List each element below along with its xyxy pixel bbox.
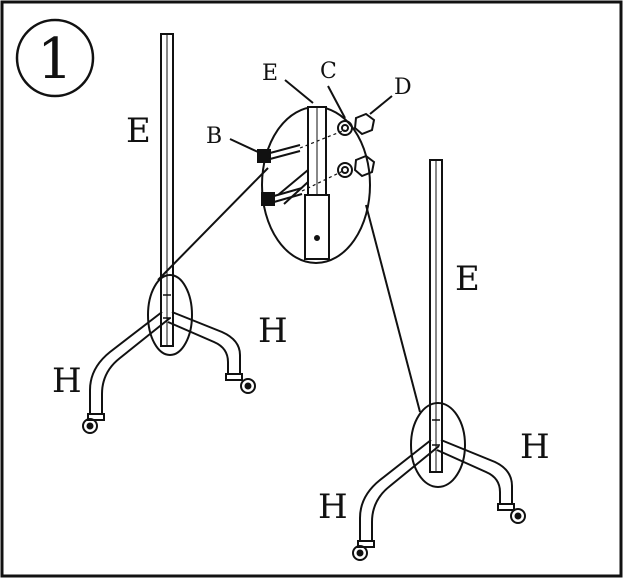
- label-e-left: E: [126, 111, 151, 151]
- bolt-upper: [257, 144, 301, 163]
- caster: [82, 413, 105, 434]
- left-joint-callout: [147, 274, 193, 356]
- washer-upper: [337, 120, 353, 136]
- nut-lower: [353, 154, 376, 178]
- label-b-bolt: B: [206, 124, 222, 149]
- label-h-right-rack-right: H: [520, 427, 550, 467]
- left-leg-left: [89, 311, 163, 415]
- caster: [352, 540, 375, 561]
- left-leg-right: [171, 311, 241, 375]
- label-h-right-rack-left: H: [318, 487, 348, 527]
- nut-upper: [353, 112, 376, 136]
- leader-right: [365, 204, 421, 413]
- bolt-lower: [261, 187, 303, 206]
- caster: [497, 503, 526, 524]
- label-e-detail: E: [262, 61, 278, 86]
- label-h-left-rack-right: H: [258, 311, 288, 351]
- label-c-washer: C: [320, 59, 337, 84]
- label-e-right: E: [455, 259, 480, 299]
- washer-lower: [337, 162, 353, 178]
- left-rack: [82, 33, 256, 434]
- step-number: 1: [37, 27, 73, 92]
- right-leg-right: [440, 439, 513, 505]
- step-badge: 1: [15, 18, 95, 98]
- leader-left: [157, 167, 269, 281]
- caster: [225, 373, 256, 394]
- right-rack: [352, 159, 526, 561]
- label-h-left-rack-left: H: [52, 361, 82, 401]
- label-d-nut: D: [394, 75, 412, 100]
- right-joint-callout: [410, 402, 466, 488]
- detail-view: [157, 79, 421, 413]
- right-leg-left: [359, 439, 432, 542]
